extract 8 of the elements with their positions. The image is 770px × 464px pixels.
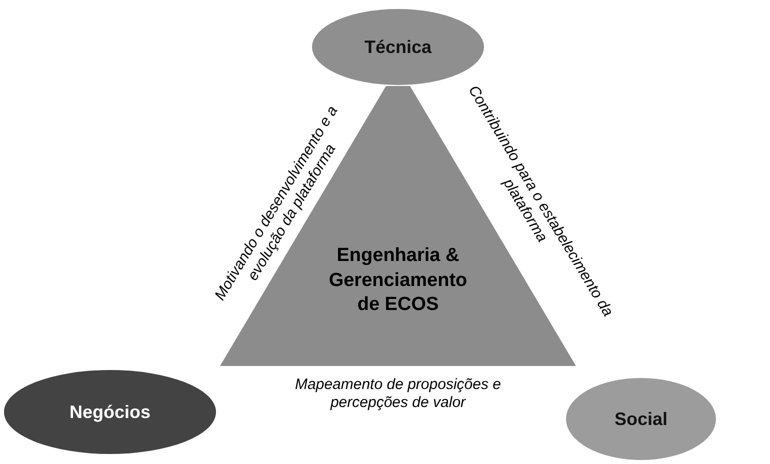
side-label: Mapeamento de proposições e percepções de valor <box>294 376 502 412</box>
node-label: Técnica <box>364 36 432 58</box>
node-label: Social <box>614 408 668 430</box>
node-label: Negócios <box>69 402 151 422</box>
ellipse-node <box>312 9 484 85</box>
center-title: Engenharia & Gerenciamento de ECOS <box>328 244 468 318</box>
ellipse-node <box>566 378 716 460</box>
ellipse-node <box>4 370 216 454</box>
